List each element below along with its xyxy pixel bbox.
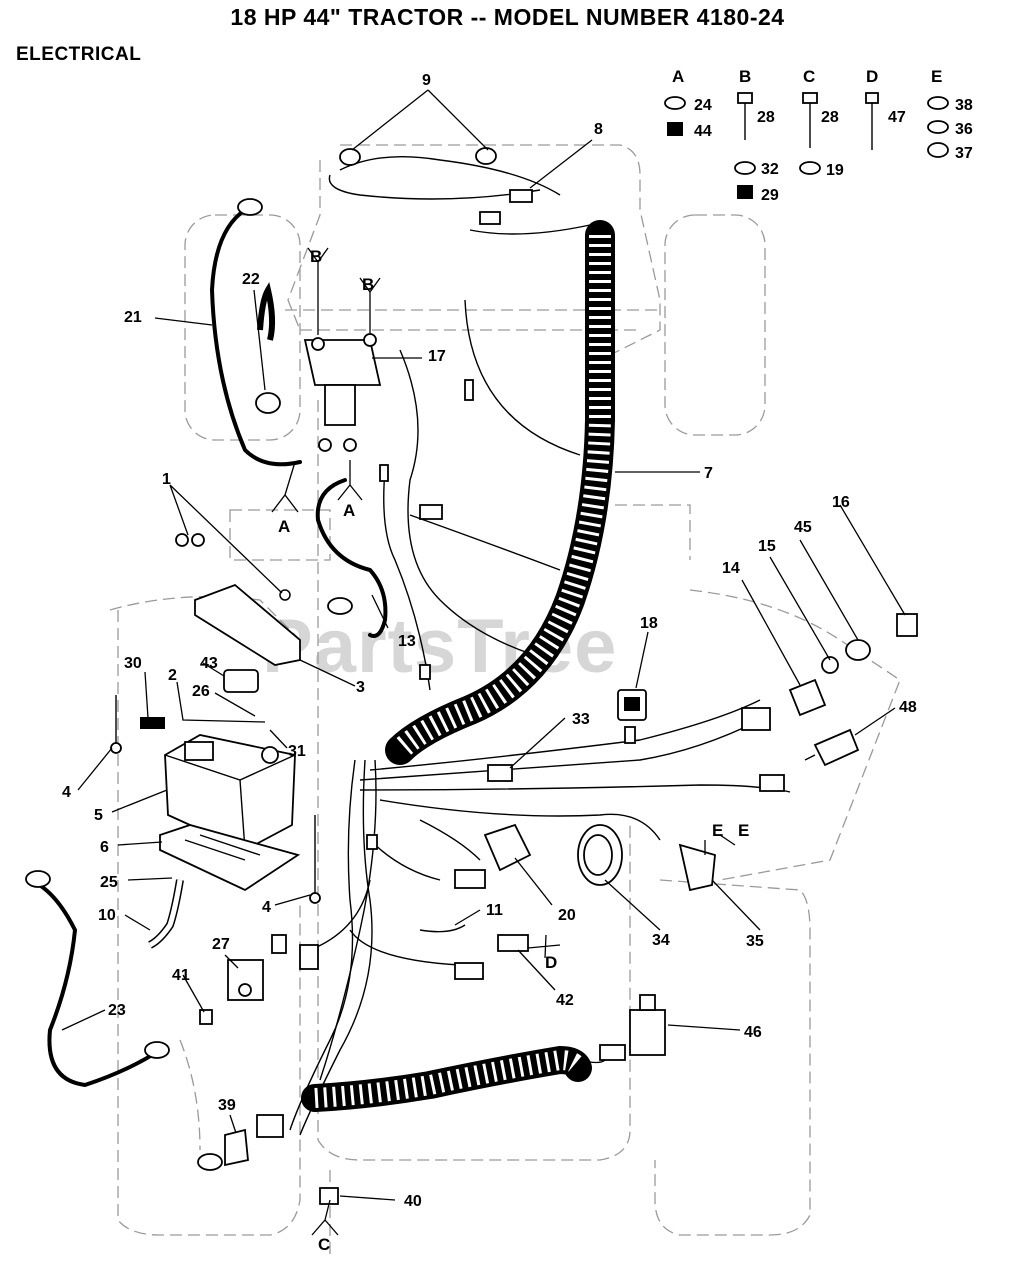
fastener-ref: B: [362, 275, 374, 294]
callout-label: 43: [200, 655, 218, 672]
callout-label: 27: [212, 936, 230, 953]
callout-label: 41: [172, 967, 190, 984]
callout-label: 42: [556, 992, 574, 1009]
callout-label: 6: [100, 839, 109, 856]
legend-part-number: 36: [955, 121, 973, 138]
callout-label: 2: [168, 667, 177, 684]
legend-part-number: 28: [821, 109, 839, 126]
callout-label: 45: [794, 519, 812, 536]
callout-label: 4: [62, 784, 71, 801]
legend-part-number: 47: [888, 109, 906, 126]
legend-part-number: 44: [694, 123, 712, 140]
legend-part-number: 24: [694, 97, 712, 114]
fastener-refs: A A B B C D E E: [271, 247, 749, 1254]
callout-label: 5: [94, 807, 103, 824]
legend-part-number: 32: [761, 161, 779, 178]
legend-part-number: 29: [761, 187, 779, 204]
callout-label: 34: [652, 932, 670, 949]
fastener-ref: A: [278, 517, 290, 536]
callout-label: 35: [746, 933, 764, 950]
legend-letter: E: [931, 67, 942, 86]
battery-cables: [25, 198, 388, 1088]
callout-label: 18: [640, 615, 658, 632]
callout-label: 4: [262, 899, 271, 916]
callout-label: 14: [722, 560, 740, 577]
callout-label: 31: [288, 743, 306, 760]
fastener-ref: B: [310, 247, 322, 266]
fastener-ref: E: [738, 821, 749, 840]
legend-letter: D: [866, 67, 878, 86]
callout-label: 33: [572, 711, 590, 728]
legend-part-number: 38: [955, 97, 973, 114]
callout-label: 20: [558, 907, 576, 924]
conduit-loom: [301, 220, 615, 1112]
callout-label: 8: [594, 121, 603, 138]
wire-harness: [289, 155, 791, 1136]
callout-label: 30: [124, 655, 142, 672]
callout-label: 48: [899, 699, 917, 716]
fastener-ref: D: [545, 953, 557, 972]
callout-label: 17: [428, 348, 446, 365]
callout-label: 25: [100, 874, 118, 891]
fastener-ref: A: [343, 501, 355, 520]
components: [110, 147, 918, 1205]
callout-numbers: 1 2 3 4 4 5 6 7 8 9 10 11 13 14 15 16 17…: [62, 72, 917, 1210]
fastener-ref: C: [318, 1235, 330, 1254]
legend-part-number: 28: [757, 109, 775, 126]
tractor-outline: [109, 144, 901, 1260]
callout-label: 3: [356, 679, 365, 696]
callout-label: 9: [422, 72, 431, 89]
callout-label: 21: [124, 309, 142, 326]
callout-label: 15: [758, 538, 776, 555]
legend-part-number: 19: [826, 162, 844, 179]
callout-label: 22: [242, 271, 260, 288]
legend-letter: B: [739, 67, 751, 86]
section-label: ELECTRICAL: [16, 44, 142, 65]
callout-label: 16: [832, 494, 850, 511]
fastener-legend-icons: [664, 92, 949, 199]
callout-label: 40: [404, 1193, 422, 1210]
callout-leaders: [61, 89, 906, 1201]
callout-label: 26: [192, 683, 210, 700]
legend-letter: A: [672, 67, 684, 86]
callout-label: 10: [98, 907, 116, 924]
callout-label: 46: [744, 1024, 762, 1041]
callout-label: 39: [218, 1097, 236, 1114]
callout-label: 11: [486, 902, 503, 919]
fastener-legend: A B C D E 24 44 28 32 29 28 19 47 38 36 …: [672, 67, 973, 204]
callout-label: 13: [398, 633, 416, 650]
page-title: 18 HP 44" TRACTOR -- MODEL NUMBER 4180-2…: [230, 4, 785, 30]
legend-letter: C: [803, 67, 815, 86]
callout-label: 7: [704, 465, 713, 482]
callout-label: 1: [162, 471, 171, 488]
callout-label: 23: [108, 1002, 126, 1019]
fastener-ref: E: [712, 821, 723, 840]
legend-part-number: 37: [955, 145, 973, 162]
